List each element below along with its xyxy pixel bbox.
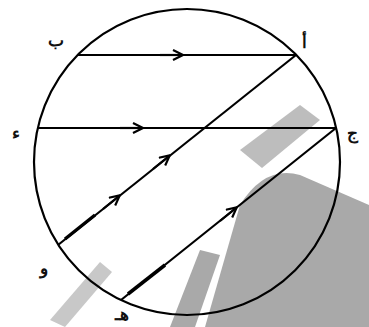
watermark [50,105,369,327]
point-label: أ [302,34,307,51]
point-label: هـ [115,306,129,323]
point-label: ب [48,32,64,49]
point-label: ج [347,125,358,142]
chords [38,55,336,300]
circle [34,9,340,315]
thick-segments [65,215,165,294]
point-label: ء [12,125,20,142]
point-label: و [40,260,48,277]
arrowheads [103,55,236,221]
